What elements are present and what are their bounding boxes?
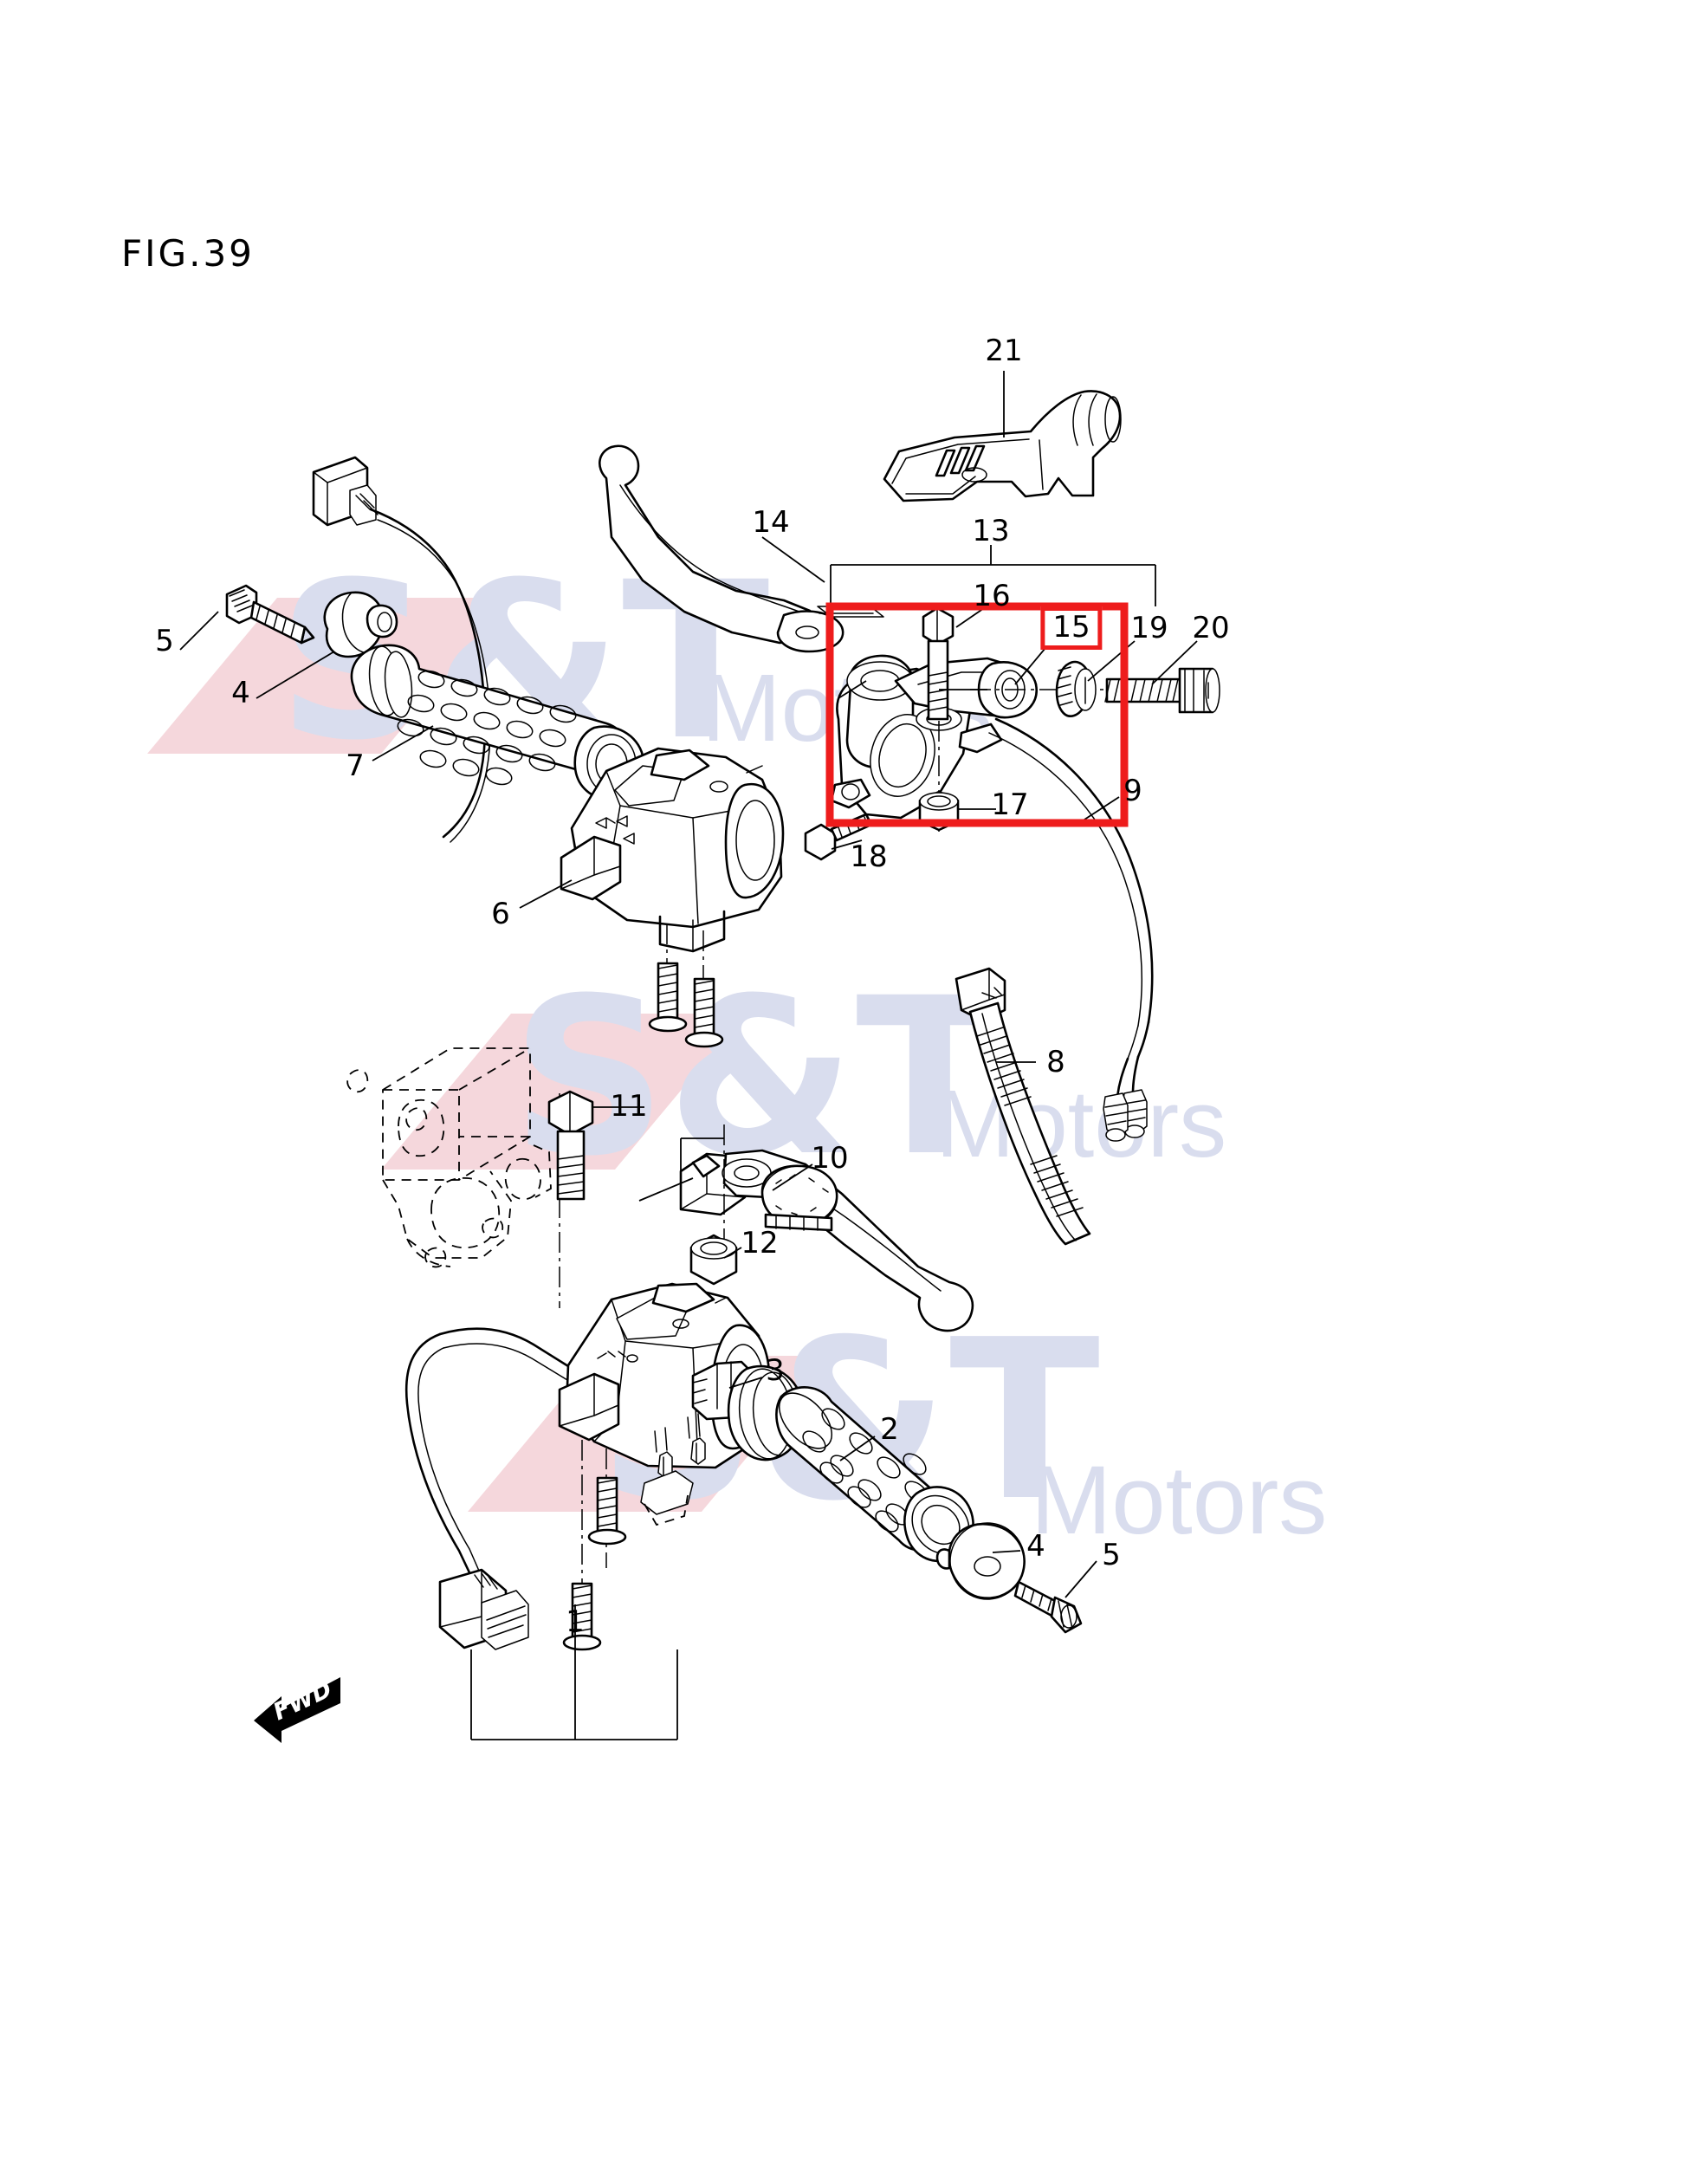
- part-1-handle-switch-right: [404, 1282, 771, 1740]
- callout-21[interactable]: 21: [985, 334, 1023, 368]
- part-13-group-bracket: [830, 545, 1156, 606]
- part-14-clutch-lever: [599, 444, 884, 653]
- part-16-pivot-bolt: [922, 606, 955, 721]
- part-10-brake-lever: [638, 1124, 974, 1332]
- part-4-handlebar-end-weight-right: [935, 1522, 1026, 1600]
- callout-16[interactable]: 16: [973, 579, 1011, 613]
- callout-9[interactable]: 9: [1123, 774, 1142, 808]
- callout-2[interactable]: 2: [880, 1412, 899, 1447]
- callout-19[interactable]: 19: [1130, 611, 1168, 645]
- callout-20[interactable]: 20: [1192, 611, 1230, 645]
- callout-18[interactable]: 18: [850, 839, 888, 874]
- callout-1[interactable]: 1: [566, 1604, 585, 1639]
- leader-lines: [179, 371, 1198, 1598]
- left-switch-harness: [312, 456, 491, 843]
- part-21-adjuster-rubber-boot: [883, 390, 1122, 502]
- callout-11[interactable]: 11: [610, 1089, 648, 1124]
- callout-4-right[interactable]: 4: [1026, 1529, 1045, 1564]
- part-9-clutch-switch-wire: [988, 717, 1154, 1142]
- callout-10[interactable]: 10: [811, 1141, 849, 1176]
- callout-6[interactable]: 6: [491, 897, 510, 931]
- part-5-handlebar-end-screw-left: [225, 584, 315, 645]
- highlight-box-part-15: [825, 602, 1129, 827]
- part-19-adjuster-locknut: [1055, 660, 1097, 717]
- callout-4-left[interactable]: 4: [231, 676, 250, 710]
- callout-5-right[interactable]: 5: [1102, 1538, 1121, 1572]
- part-2-throttle-grip: [775, 1386, 974, 1563]
- part-11-brake-lever-pivot-bolt: [547, 1090, 594, 1201]
- part-12-brake-lever-pivot-nut: [689, 1234, 738, 1286]
- part-7-handlebar-grip-left: [350, 644, 645, 800]
- callout-8[interactable]: 8: [1046, 1045, 1065, 1079]
- part-6-mount-screws: [648, 924, 724, 1048]
- callout-14[interactable]: 14: [752, 505, 790, 540]
- part-8-cable-band-clamp: [955, 967, 1091, 1246]
- callout-3[interactable]: 3: [766, 1353, 785, 1388]
- callout-5-left[interactable]: 5: [155, 624, 174, 658]
- part-5-handlebar-end-screw-right: [1013, 1580, 1083, 1634]
- callout-17[interactable]: 17: [991, 787, 1029, 822]
- figure-title: FIG.39: [121, 232, 255, 275]
- part-6-handle-switch-left: [560, 747, 785, 953]
- part-4-handlebar-end-weight-left: [323, 591, 398, 658]
- callout-12[interactable]: 12: [741, 1226, 779, 1260]
- phantom-master-cylinder: [346, 1047, 560, 1308]
- callout-7[interactable]: 7: [346, 749, 365, 783]
- callout-13[interactable]: 13: [972, 514, 1010, 548]
- callout-15-highlighted[interactable]: 15: [1040, 606, 1103, 650]
- forward-direction-marker: FWD: [247, 1670, 346, 1748]
